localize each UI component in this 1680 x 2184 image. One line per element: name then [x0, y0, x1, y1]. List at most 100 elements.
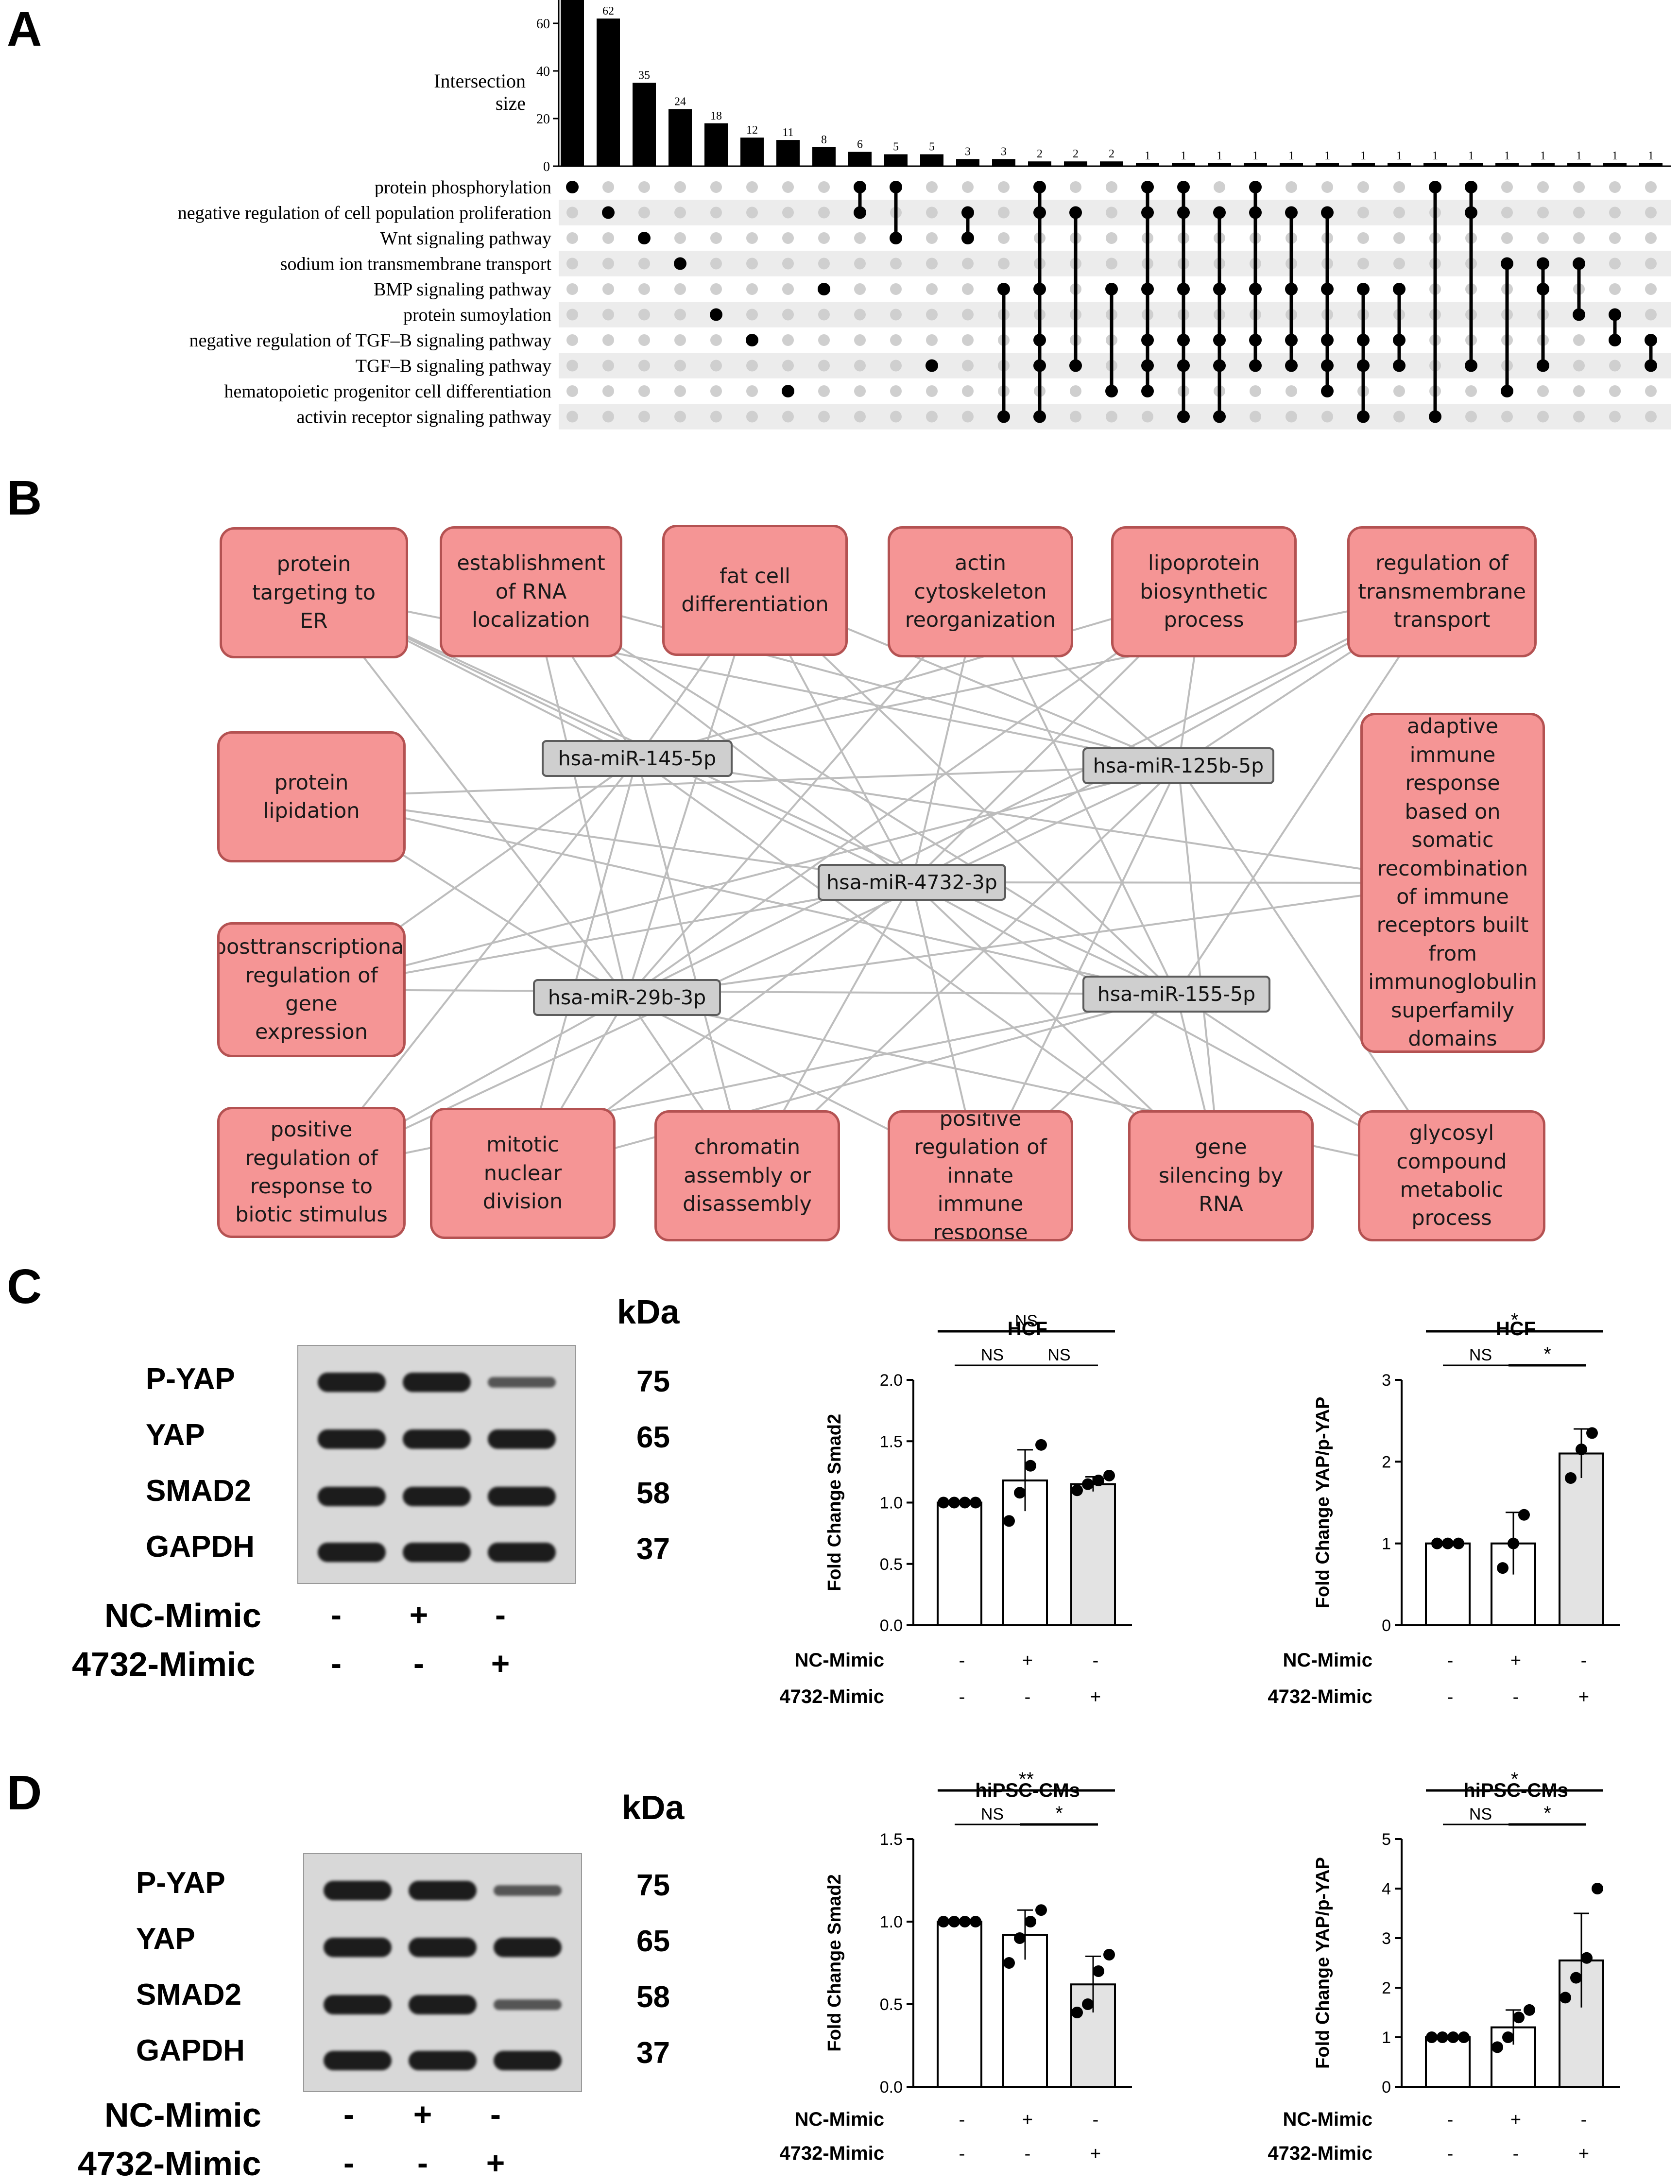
upset-dot-filled: [1105, 283, 1118, 295]
network-edge: [636, 757, 1222, 1177]
upset-dot-empty: [890, 309, 902, 321]
upset-dot-filled: [1285, 359, 1298, 372]
term-node-line: biotic stimulus: [235, 1203, 388, 1227]
upset-dot-empty: [638, 411, 650, 423]
upset-ytick-label: 40: [536, 64, 550, 79]
chart-nc-sign: -: [1447, 1651, 1454, 1671]
upset-bar: [884, 154, 908, 166]
upset-bar-label: 1: [1145, 150, 1150, 162]
upset-dot-empty: [782, 181, 794, 193]
upset-bar-label: 1: [1468, 150, 1474, 162]
chart-nc-sign: -: [1581, 2110, 1587, 2130]
upset-dot-filled: [1249, 359, 1262, 372]
upset-bar: [1172, 163, 1195, 166]
upset-dot-filled: [1537, 257, 1549, 270]
upset-dot-empty: [854, 411, 866, 423]
kda-value: 65: [636, 1925, 670, 1958]
mirna-node-m4: hsa-miR-29b-3p: [533, 979, 721, 1016]
upset-dot-empty: [1537, 385, 1549, 397]
upset-dot-empty: [1537, 411, 1549, 423]
upset-dot-empty: [1573, 181, 1585, 193]
upset-dot-filled: [746, 334, 758, 346]
chart-mimic-sign: -: [959, 2144, 965, 2164]
mimic-sign: -: [417, 2145, 428, 2181]
term-node-line: disassembly: [683, 1192, 812, 1217]
upset-set-label: Wnt signaling pathway: [380, 228, 551, 249]
upset-dot-empty: [1286, 411, 1297, 423]
upset-dot-filled: [1213, 206, 1226, 219]
upset-dot-empty: [1609, 411, 1621, 423]
mirna-node-m3: hsa-miR-4732-3p: [818, 864, 1006, 901]
sig-label: *: [1055, 1803, 1063, 1824]
upset-dot-empty: [638, 334, 650, 346]
chart-point: [1560, 1992, 1571, 2004]
chart-point: [1570, 1972, 1582, 1984]
upset-dot-empty: [1609, 232, 1621, 244]
term-node-line: metabolic: [1400, 1178, 1504, 1202]
upset-bar: [1352, 163, 1375, 166]
panel-letter-d: D: [7, 1766, 42, 1820]
upset-dot-empty: [638, 309, 650, 321]
blot-band: [494, 1885, 562, 1896]
network-edge: [530, 591, 628, 998]
kda-value: 75: [636, 1365, 670, 1398]
chart-ytick-label: 1.0: [880, 1494, 903, 1513]
chart-point: [1442, 1537, 1454, 1549]
upset-dot-empty: [602, 258, 614, 270]
upset-dot-empty: [674, 206, 686, 219]
upset-bar-label: 3: [1001, 145, 1007, 158]
upset-dot-filled: [1285, 334, 1298, 346]
upset-dot-empty: [854, 232, 866, 244]
term-node-line: of immune: [1396, 885, 1509, 909]
upset-dot-empty: [926, 283, 938, 295]
chart-point: [1592, 1883, 1603, 1894]
chart-point: [970, 1496, 981, 1509]
chart-bar: [1070, 1483, 1116, 1626]
network-edge: [979, 591, 1178, 995]
upset-dot-empty: [1357, 206, 1369, 219]
upset-dot-filled: [1501, 257, 1513, 270]
mimic-sign: +: [491, 1645, 510, 1681]
upset-dot-filled: [1393, 334, 1406, 346]
upset-dot-filled: [1429, 410, 1441, 423]
upset-dot-empty: [1537, 181, 1549, 193]
upset-dot-empty: [1465, 411, 1477, 423]
sig-label: *: [1511, 1309, 1519, 1331]
term-node-line: recombination: [1377, 856, 1528, 881]
network-edge: [626, 591, 981, 998]
upset-dot-filled: [961, 232, 974, 244]
nc-mimic-label: NC-Mimic: [104, 2096, 261, 2134]
chart-ytick-label: 0.0: [880, 2078, 903, 2097]
term-node-line: protein: [276, 552, 351, 577]
upset-bar: [1423, 163, 1447, 166]
mimic-sign: -: [413, 1645, 424, 1681]
network-edge: [626, 590, 756, 998]
upset-dot-empty: [674, 232, 686, 244]
upset-bar: [920, 154, 943, 166]
upset-dot-empty: [1357, 232, 1369, 244]
upset-bar-label: 35: [638, 69, 650, 82]
upset-dot-empty: [1645, 283, 1657, 295]
upset-dot-empty: [566, 334, 578, 346]
panel-letter-b: B: [7, 471, 42, 525]
upset-dot-empty: [1106, 411, 1117, 423]
upset-dot-filled: [782, 385, 794, 397]
upset-dot-empty: [890, 360, 902, 372]
term-node-line: transmembrane: [1358, 579, 1526, 604]
term-node-line: biosynthetic: [1140, 579, 1268, 604]
upset-dot-filled: [638, 232, 651, 244]
chart-ytick-label: 0.5: [880, 1555, 903, 1574]
blot-band: [409, 1938, 477, 1957]
upset-dot-empty: [746, 232, 758, 244]
chart-point: [1437, 2031, 1448, 2043]
upset-dot-empty: [962, 411, 974, 423]
mimic-sign: -: [343, 2145, 354, 2181]
upset-dot-empty: [782, 411, 794, 423]
